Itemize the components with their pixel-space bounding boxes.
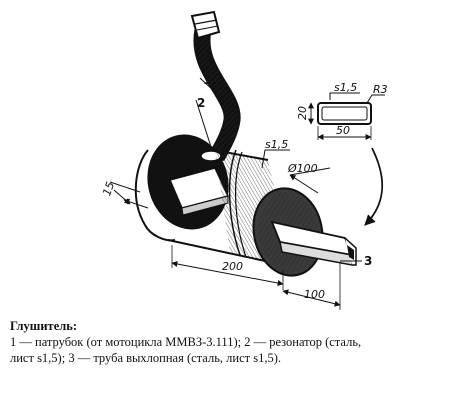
caption-title: Глушитель: bbox=[10, 319, 78, 333]
section-thickness-label: s1,5 bbox=[334, 81, 357, 94]
exhaust-pipe bbox=[270, 220, 357, 266]
figure-caption: Глушитель: 1 — патрубок (от мотоцикла ММ… bbox=[10, 318, 446, 366]
sheet-thickness-label: s1,5 bbox=[265, 138, 288, 151]
callout-2: 2 bbox=[197, 96, 205, 110]
body-dimensions: s1,5 Ø100 15 200 100 bbox=[100, 138, 341, 310]
muffler-diagram-svg: s1,5 R3 20 50 1 2 3 s1,5 Ø100 15 bbox=[100, 10, 388, 310]
callout-3: 3 bbox=[364, 254, 372, 268]
detail-arrow bbox=[364, 147, 384, 226]
diameter-label: Ø100 bbox=[287, 162, 318, 175]
callout-1: 1 bbox=[203, 73, 211, 87]
pipe-length-label: 100 bbox=[304, 288, 325, 301]
callouts: 1 2 3 bbox=[195, 73, 372, 268]
section-radius-label: R3 bbox=[373, 83, 388, 96]
muffler-drawing: s1,5 R3 20 50 1 2 3 s1,5 Ø100 15 bbox=[100, 10, 388, 310]
body-length-label: 200 bbox=[222, 260, 243, 273]
section-height-label: 20 bbox=[296, 106, 309, 120]
section-width-label: 50 bbox=[336, 124, 350, 137]
caption-line-1: 1 — патрубок (от мотоцикла ММВЗ-3.111); … bbox=[10, 335, 362, 349]
muffler-body bbox=[134, 134, 324, 277]
inlet-pipe bbox=[190, 10, 241, 164]
pipe-section-detail: s1,5 R3 20 50 bbox=[296, 81, 388, 226]
end-offset-label: 15 bbox=[100, 180, 117, 198]
caption-line-2: лист s1,5); 3 — труба выхлопная (сталь, … bbox=[10, 351, 281, 365]
